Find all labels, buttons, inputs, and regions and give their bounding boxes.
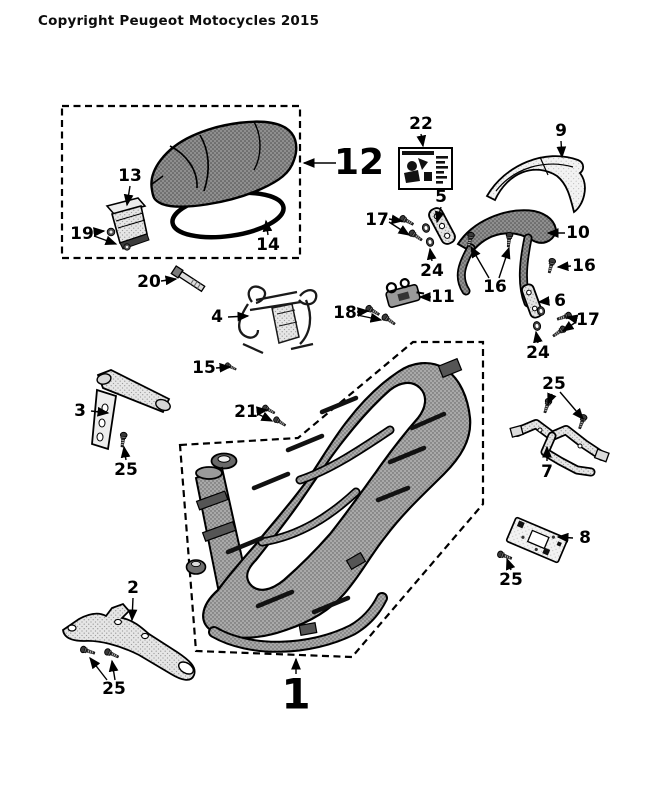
callout-1-label: 1 [281,670,310,719]
callout-21-arrow [256,406,269,417]
callout-16-arrow [470,245,490,279]
callout-17-label: 17 [576,310,600,330]
callout-5-arrow [434,206,445,224]
callout-16-arrow [498,246,511,279]
callout-21-arrow [257,411,274,422]
callout-25-arrow [505,557,516,571]
callout-25-arrow [108,659,119,681]
callout-16-label: 16 [572,256,596,276]
callout-14-arrow [262,219,273,236]
callout-13-label: 13 [118,166,142,186]
callout-2-label: 2 [127,578,139,598]
callout-8-label: 8 [579,528,591,548]
callout-16-label: 16 [483,277,507,297]
callout-16-arrow [556,261,572,272]
callout-3-label: 3 [74,401,86,421]
part-11-seat-lock [385,278,425,308]
callout-5-label: 5 [435,187,447,207]
callout-10-label: 10 [566,223,590,243]
part-2-lower-bracket [62,602,196,681]
callout-6-label: 6 [554,291,566,311]
callout-9-arrow [556,140,567,159]
callout-15-label: 15 [192,358,216,378]
callout-21-label: 21 [234,402,258,422]
callout-18-arrow [356,313,383,323]
part-21-screws [261,403,288,429]
callout-17-label: 17 [365,210,389,230]
callout-4-arrow [227,311,250,322]
callout-8-arrow [556,532,574,543]
callout-17-arrow [561,320,577,332]
part-12-saddle [150,120,298,208]
callout-14-label: 14 [256,235,280,255]
callout-20-arrow [160,275,178,286]
callout-18-arrow [356,307,370,317]
callout-25-label: 25 [542,374,566,394]
callout-24-label: 24 [420,261,444,281]
callout-4-label: 4 [211,307,223,327]
callout-19-label: 19 [70,224,94,244]
callout-20-label: 20 [137,272,161,292]
part-20-bolt [170,265,206,293]
part-10-grab-rail [456,209,558,308]
seat-group-box [60,104,302,260]
part-7-rear-bracket [509,419,610,477]
callout-24-label: 24 [526,343,550,363]
frame-bearing-ring [210,452,238,470]
callout-17-arrow [565,314,579,325]
callout-6-arrow [537,296,550,306]
callout-7-label: 7 [541,462,553,482]
frame-mounting-studs [225,395,447,615]
callout-25-arrow [547,392,557,406]
frame-group-box [178,340,485,659]
callout-12-label: 12 [334,142,384,183]
callout-25-label: 25 [499,570,523,590]
callout-11-label: 11 [431,287,455,307]
part-22-info-sticker [398,147,453,190]
callout-19-arrow [93,227,106,237]
callout-25-arrow [559,391,584,421]
callout-24-arrow [533,330,543,344]
callout-17-arrow [388,214,404,225]
part-8-mounting-plate [505,516,569,564]
part-3-support-bracket [91,369,171,451]
callout-19-arrow [93,235,118,246]
part-24-washers-left [420,222,436,248]
callout-3-arrow [90,406,110,417]
callout-13-arrow [123,185,134,207]
callout-24-arrow [426,247,437,262]
part-17-screws-left [398,214,425,244]
callout-9-label: 9 [555,121,567,141]
part-17-screws-right [550,311,573,340]
callout-25-label: 25 [102,679,126,699]
callout-22-label: 22 [409,114,433,134]
copyright-text: Copyright Peugeot Motocycles 2015 [38,13,320,29]
part-4-seat-rack [238,285,318,355]
callout-15-arrow [215,362,232,373]
callout-25-label: 25 [114,460,138,480]
frame-bearing-cup [185,559,207,575]
callout-18-label: 18 [333,303,357,323]
callout-17-arrow [388,221,411,236]
callout-25-arrow [89,656,108,681]
part-9-rear-cover [485,155,586,214]
part-1-frame [185,357,472,653]
callout-22-arrow [416,133,427,148]
callout-25-arrow [120,445,131,461]
part-13-seat-bracket [105,197,150,250]
callout-2-arrow [127,597,138,622]
